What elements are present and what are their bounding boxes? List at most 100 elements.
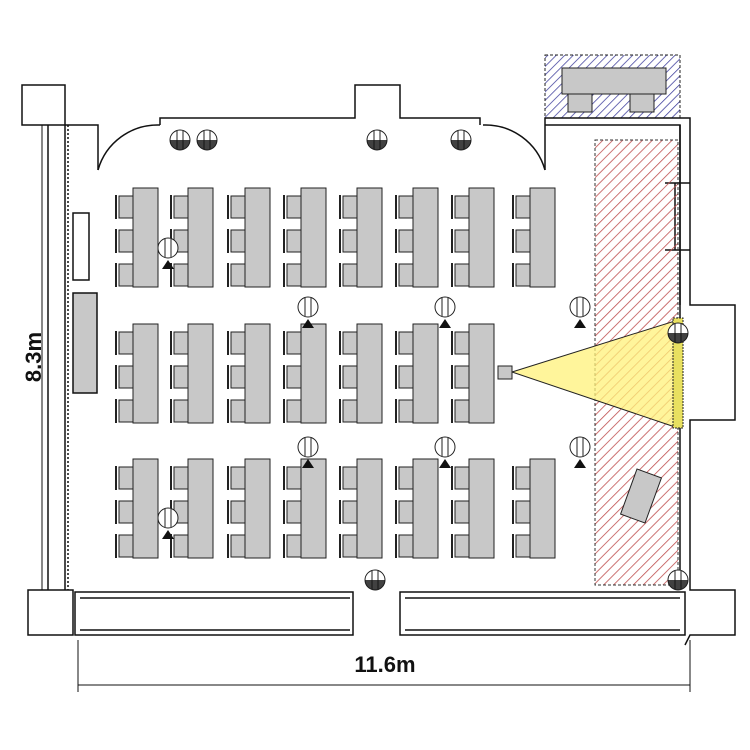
chair xyxy=(286,466,302,490)
chair xyxy=(342,331,358,355)
table-group xyxy=(339,323,383,424)
light-half-icon xyxy=(451,140,471,150)
light-icon xyxy=(157,237,179,259)
table xyxy=(356,187,383,288)
table xyxy=(244,458,271,559)
table-group xyxy=(512,458,556,559)
table xyxy=(468,323,495,424)
projector-icon xyxy=(497,365,513,380)
ceiling-light xyxy=(366,129,388,151)
table xyxy=(529,187,556,288)
chair xyxy=(286,399,302,423)
chair xyxy=(118,534,134,558)
chair xyxy=(286,500,302,524)
chair xyxy=(515,534,531,558)
chair xyxy=(118,229,134,253)
chair xyxy=(286,365,302,389)
speaker-group xyxy=(157,507,179,539)
speaker-icon xyxy=(574,319,586,328)
table-group xyxy=(170,323,214,424)
walls xyxy=(21,84,736,646)
table-group xyxy=(283,458,327,559)
speaker-icon xyxy=(302,319,314,328)
ceiling-light xyxy=(450,129,472,151)
chair xyxy=(515,195,531,219)
chair xyxy=(398,229,414,253)
chair xyxy=(398,399,414,423)
table-group xyxy=(283,323,327,424)
chair xyxy=(454,331,470,355)
light-half-icon xyxy=(365,580,385,590)
table xyxy=(244,323,271,424)
chair xyxy=(173,399,189,423)
speaker-group xyxy=(157,237,179,269)
ceiling-light xyxy=(364,569,386,591)
chair xyxy=(342,229,358,253)
chair xyxy=(230,331,246,355)
table xyxy=(300,323,327,424)
chair xyxy=(454,229,470,253)
chair xyxy=(118,331,134,355)
table-group xyxy=(227,187,271,288)
chair xyxy=(454,263,470,287)
table xyxy=(132,323,159,424)
table xyxy=(468,187,495,288)
light-half-icon xyxy=(668,580,688,590)
table xyxy=(300,187,327,288)
chair xyxy=(118,500,134,524)
chair xyxy=(286,331,302,355)
chair xyxy=(454,195,470,219)
chair xyxy=(454,365,470,389)
chair xyxy=(398,365,414,389)
chair xyxy=(454,466,470,490)
speaker-group xyxy=(569,296,591,328)
ceiling-light xyxy=(667,569,689,591)
chair xyxy=(230,263,246,287)
projection-screen xyxy=(672,317,684,429)
chair xyxy=(398,195,414,219)
table xyxy=(468,458,495,559)
speaker-icon xyxy=(574,459,586,468)
chair xyxy=(118,466,134,490)
chair xyxy=(286,263,302,287)
chair xyxy=(342,466,358,490)
speaker-icon xyxy=(439,459,451,468)
table-group xyxy=(512,187,556,288)
light-icon xyxy=(157,507,179,529)
speaker-group xyxy=(434,296,456,328)
chair xyxy=(230,229,246,253)
table-group xyxy=(395,323,439,424)
table xyxy=(356,458,383,559)
dimension-lines xyxy=(41,125,691,692)
speaker-group xyxy=(434,436,456,468)
table xyxy=(187,323,214,424)
speaker-group xyxy=(297,436,319,468)
chair xyxy=(230,365,246,389)
table xyxy=(529,458,556,559)
light-icon xyxy=(297,436,319,458)
table-group xyxy=(451,187,495,288)
chair xyxy=(118,365,134,389)
chair xyxy=(173,466,189,490)
chair xyxy=(118,195,134,219)
table xyxy=(412,458,439,559)
table xyxy=(132,458,159,559)
chair xyxy=(342,399,358,423)
ceiling-light xyxy=(196,129,218,151)
table-group xyxy=(227,323,271,424)
table xyxy=(412,323,439,424)
chair xyxy=(398,331,414,355)
light-half-icon xyxy=(367,140,387,150)
light-icon xyxy=(569,296,591,318)
table xyxy=(300,458,327,559)
lectern xyxy=(619,468,663,524)
table-group xyxy=(395,458,439,559)
light-icon xyxy=(434,296,456,318)
light-icon xyxy=(297,296,319,318)
chair xyxy=(173,263,189,287)
seating-area xyxy=(115,187,556,559)
chair xyxy=(173,365,189,389)
chair xyxy=(515,229,531,253)
height-dimension-label: 8.3m xyxy=(21,332,46,382)
